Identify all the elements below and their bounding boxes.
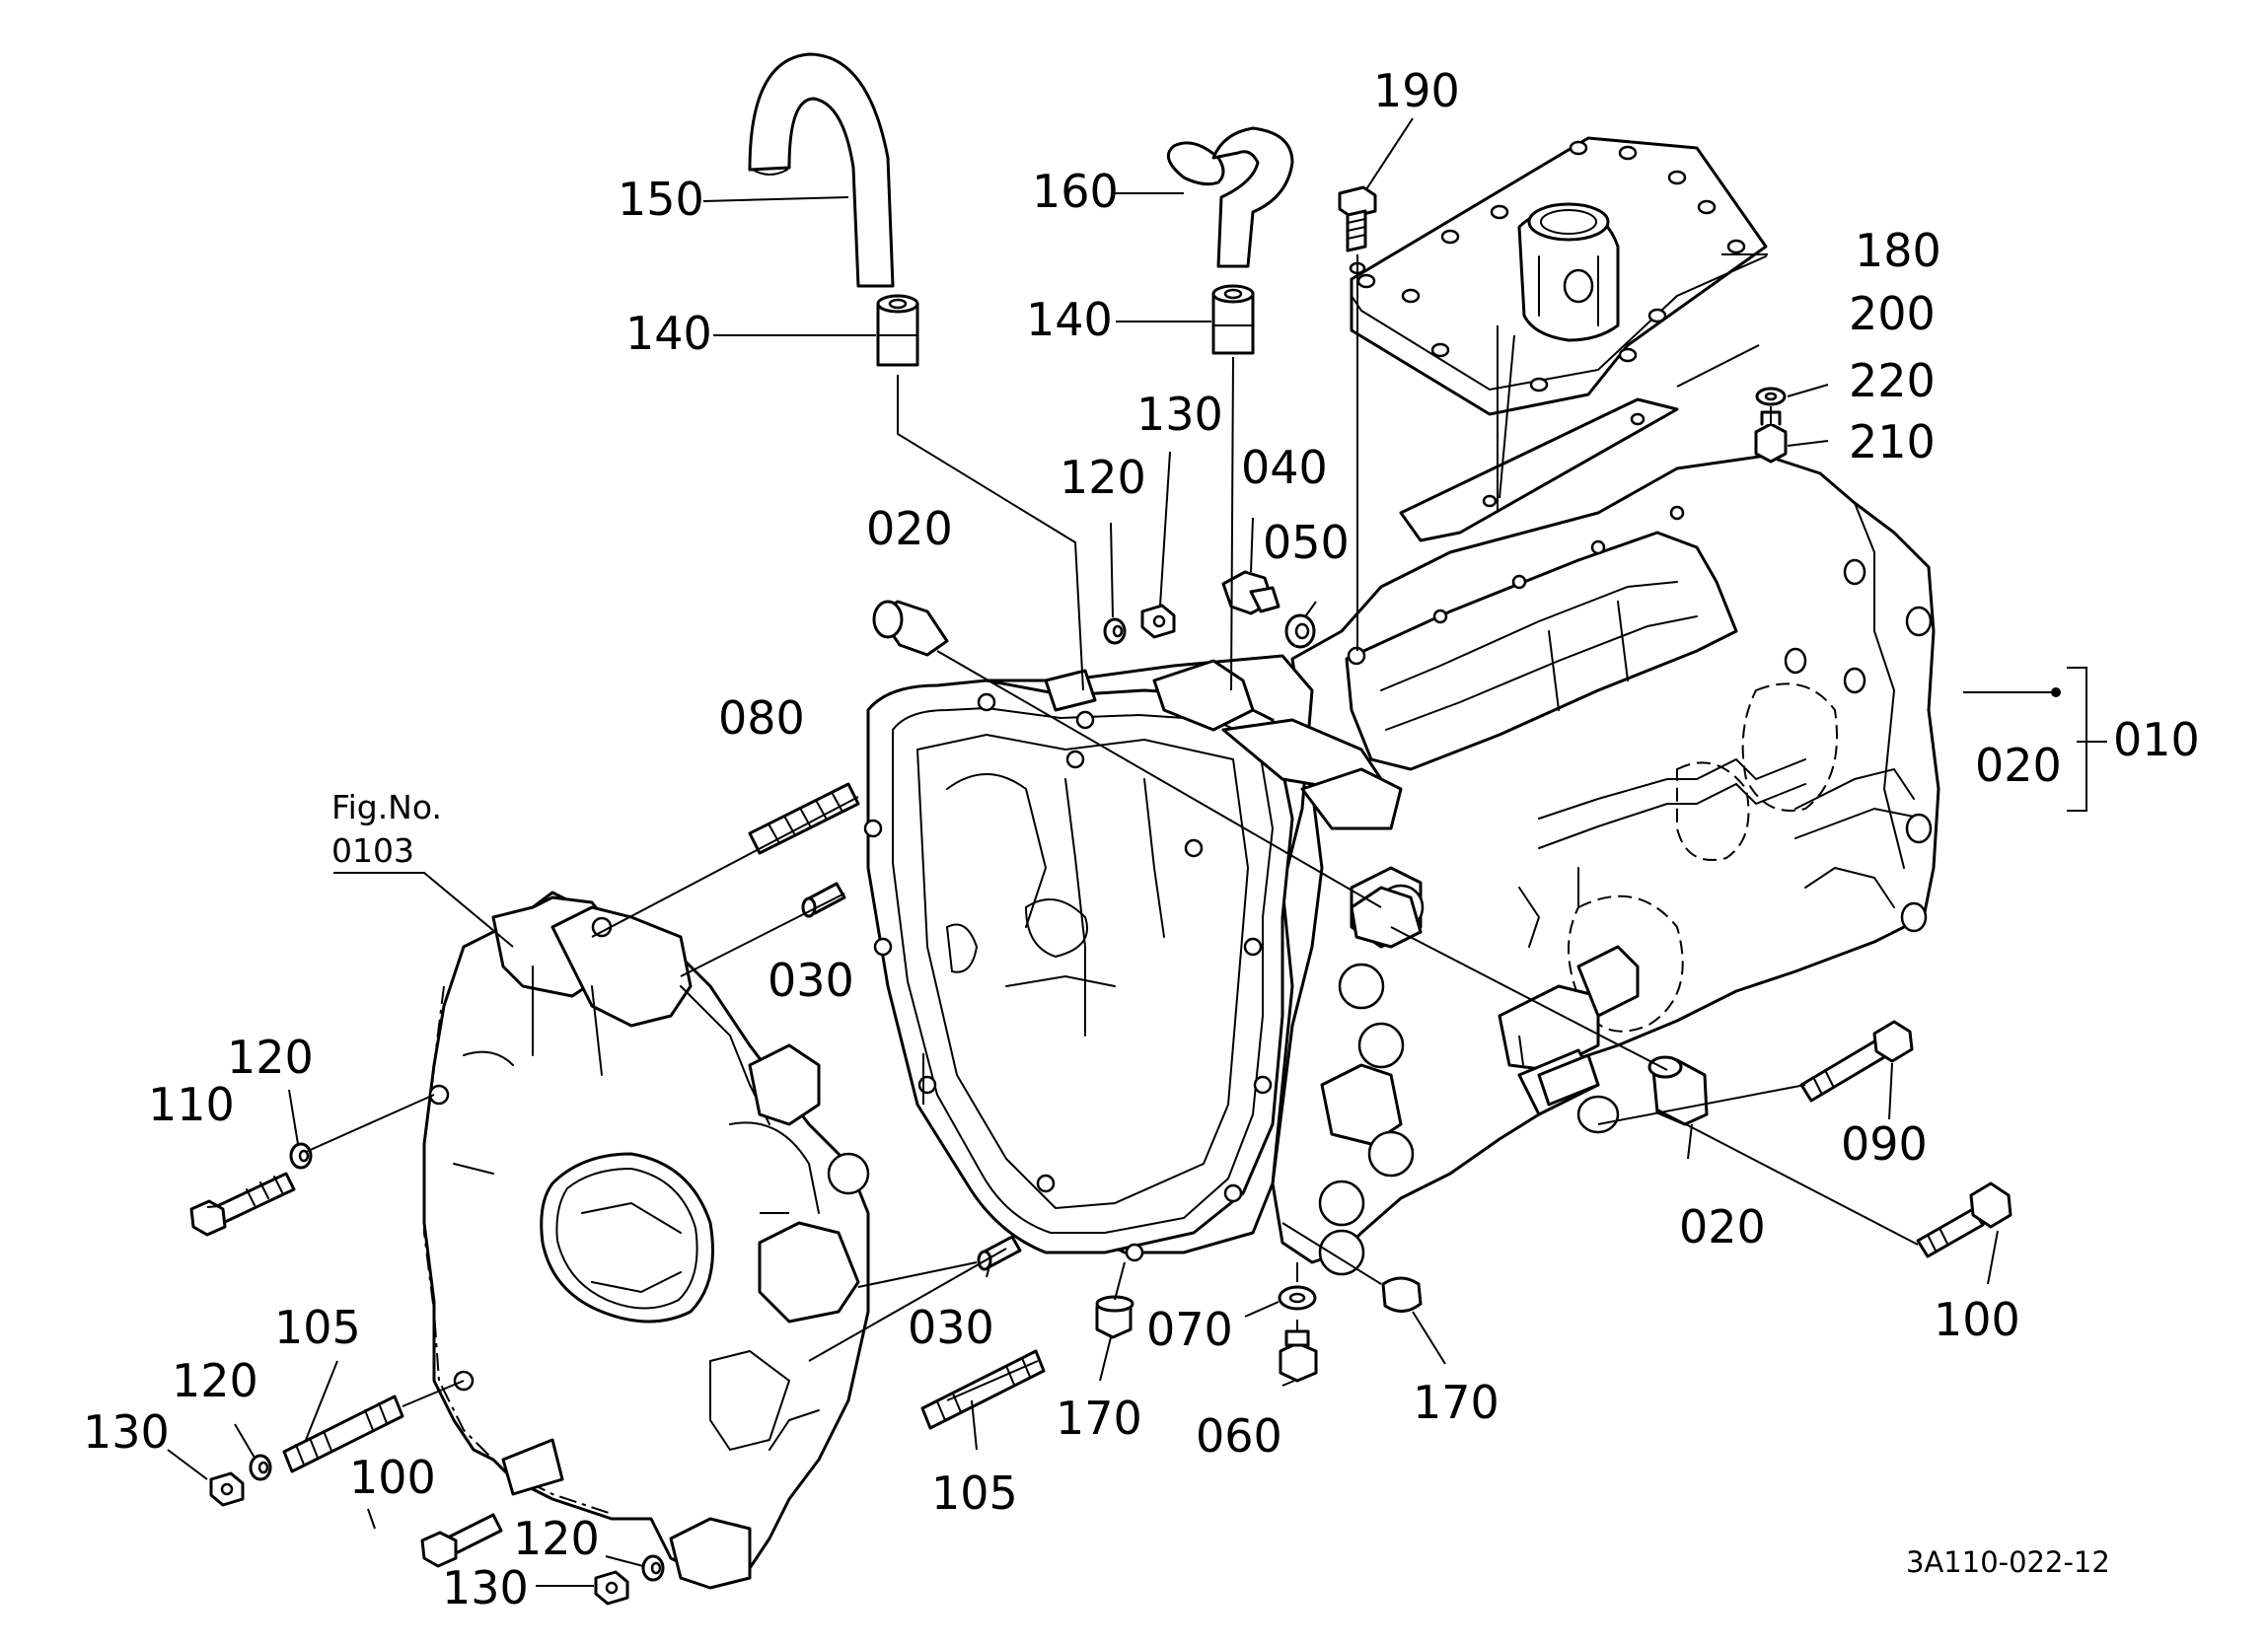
callout-180: 180	[1855, 224, 1941, 277]
gasket-070	[1278, 1285, 1317, 1311]
plug-060	[1279, 1329, 1318, 1383]
callout-120-bottom: 120	[513, 1512, 600, 1565]
top-cover-plate	[1350, 136, 1768, 416]
callout-130-top: 130	[1136, 388, 1223, 441]
callout-105-right: 105	[931, 1467, 1018, 1520]
stud-080	[748, 782, 860, 855]
callout-200: 200	[1849, 287, 1936, 340]
bolt-110	[189, 1172, 296, 1237]
callout-120-left: 120	[227, 1031, 314, 1084]
nut-130-bottom	[594, 1570, 629, 1606]
figure-ref-line1: Fig.No.	[331, 788, 442, 826]
callout-110: 110	[148, 1078, 235, 1131]
callout-060: 060	[1196, 1409, 1282, 1463]
nut-130-top	[1140, 604, 1176, 639]
callout-170-right: 170	[1413, 1376, 1500, 1429]
callout-020-lower: 020	[1679, 1200, 1766, 1253]
bolt-090	[1799, 1020, 1914, 1103]
callout-020-top: 020	[866, 502, 953, 555]
callout-040: 040	[1241, 441, 1328, 494]
hose-cap-140-left	[876, 294, 919, 367]
bolt-190	[1338, 185, 1377, 275]
gasket-050	[1284, 613, 1316, 649]
washer-120-top	[1103, 617, 1127, 645]
reference-dot	[2051, 687, 2061, 697]
callout-150: 150	[618, 173, 704, 226]
washer-220	[1755, 387, 1787, 406]
callout-leaders	[167, 117, 2107, 1587]
breather-hose-160	[1166, 126, 1294, 268]
hose-cap-140-right	[1211, 284, 1255, 355]
dowel-030-upper	[801, 882, 846, 918]
callout-020-right: 020	[1975, 739, 2062, 792]
bolt-100-right	[1916, 1181, 2012, 1258]
callout-130-bottom: 130	[442, 1561, 529, 1614]
callout-130-mid: 130	[83, 1405, 170, 1459]
callout-labels: 190 180 200 220 210 150 140 160 140 130 …	[83, 64, 2200, 1614]
plug-210	[1754, 410, 1788, 464]
callout-030-lower: 030	[908, 1301, 994, 1354]
callout-105-left: 105	[274, 1301, 361, 1354]
transmission-case	[1271, 454, 1940, 1276]
callout-140-right: 140	[1026, 293, 1113, 346]
nut-130-mid	[209, 1471, 245, 1507]
callout-120-top: 120	[1060, 451, 1146, 504]
washer-120-bottom	[641, 1554, 665, 1582]
assembly-lines	[305, 254, 1919, 1407]
gasket-strip	[1399, 397, 1679, 542]
callout-070: 070	[1146, 1303, 1233, 1356]
callout-210: 210	[1849, 415, 1936, 468]
callout-190: 190	[1373, 64, 1460, 117]
callout-120-mid: 120	[172, 1354, 258, 1407]
callout-050: 050	[1263, 516, 1350, 569]
bolt-100-left	[420, 1513, 503, 1568]
plug-170-left	[1095, 1295, 1134, 1339]
callout-090: 090	[1841, 1117, 1928, 1171]
dowel-020-lower	[1647, 1055, 1709, 1126]
middle-housing	[863, 654, 1423, 1262]
figure-ref-line2: 0103	[331, 831, 414, 870]
callout-160: 160	[1032, 165, 1119, 218]
breather-hose-150	[748, 52, 895, 288]
plug-170-right	[1381, 1276, 1423, 1313]
washer-120-mid	[249, 1454, 272, 1481]
callout-030-upper: 030	[768, 954, 854, 1007]
callout-220: 220	[1849, 354, 1936, 407]
callout-100-right: 100	[1934, 1293, 2020, 1346]
callout-100-left: 100	[349, 1451, 436, 1504]
gear-case-cover	[422, 891, 870, 1590]
callout-140-left: 140	[625, 307, 712, 360]
drawing-code: 3A110-022-12	[1906, 1545, 2110, 1579]
callout-010: 010	[2113, 713, 2200, 766]
stud-105-right	[920, 1349, 1046, 1430]
callout-170-left: 170	[1056, 1392, 1142, 1445]
stud-105-left	[282, 1395, 404, 1473]
callout-080: 080	[718, 691, 805, 745]
washer-120-left	[289, 1142, 313, 1170]
dowel-020-top	[872, 600, 949, 657]
